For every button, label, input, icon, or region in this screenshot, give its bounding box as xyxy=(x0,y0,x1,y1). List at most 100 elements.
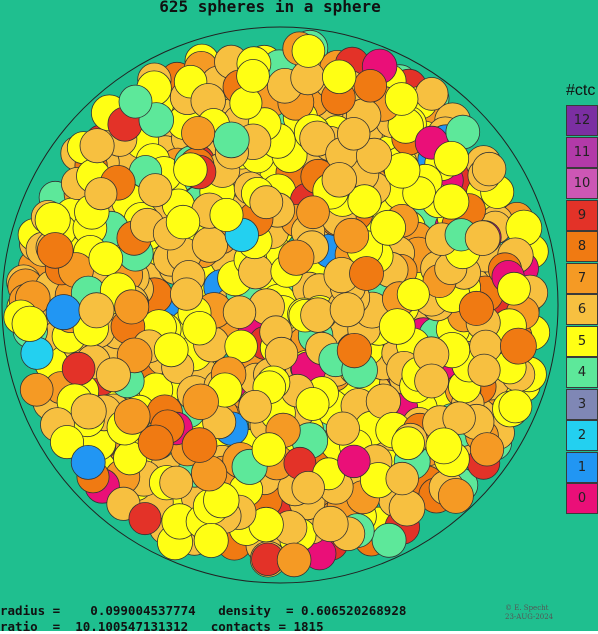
sphere xyxy=(370,209,407,246)
legend-label: 4 xyxy=(577,365,587,380)
stats-line-ratio-contacts: ratio = 10.100547131312 contacts = 1815 xyxy=(0,619,324,634)
sphere xyxy=(222,295,257,329)
sphere xyxy=(170,277,204,311)
page-title: 625 spheres in a sphere xyxy=(159,0,381,16)
sphere xyxy=(295,387,330,421)
sphere xyxy=(45,294,82,331)
sphere xyxy=(88,241,124,277)
sphere xyxy=(300,297,336,333)
sphere xyxy=(278,239,315,276)
sphere xyxy=(251,432,287,467)
sphere xyxy=(442,401,476,435)
legend-swatch-1: 1 xyxy=(566,451,598,483)
legend-swatch-5: 5 xyxy=(566,325,598,357)
sphere xyxy=(173,152,208,187)
sphere xyxy=(299,120,336,157)
sphere xyxy=(84,177,118,211)
sphere xyxy=(209,197,244,232)
sphere xyxy=(213,121,250,159)
legend-swatch-9: 9 xyxy=(566,199,598,231)
sphere xyxy=(467,353,501,387)
legend-title: #ctc xyxy=(566,82,596,99)
legend-label: 5 xyxy=(577,333,587,349)
sphere xyxy=(191,226,228,263)
sphere xyxy=(276,542,312,578)
legend-label: 1 xyxy=(577,459,587,475)
sphere xyxy=(50,425,85,460)
sphere xyxy=(321,162,357,198)
sphere xyxy=(355,137,392,174)
sphere-layer xyxy=(3,29,551,578)
sphere xyxy=(20,336,54,370)
legend-label: 10 xyxy=(573,176,591,191)
sphere xyxy=(498,389,533,424)
legend-label: 7 xyxy=(577,270,587,286)
sphere xyxy=(458,290,494,326)
legend-swatch-3: 3 xyxy=(566,388,598,420)
sphere xyxy=(70,444,106,480)
legend-swatch-8: 8 xyxy=(566,231,598,262)
sphere xyxy=(414,363,450,399)
sphere xyxy=(437,477,474,514)
credit-author: © E. Specht xyxy=(505,604,549,612)
sphere xyxy=(384,82,419,116)
sphere xyxy=(497,271,531,306)
sphere xyxy=(159,465,194,500)
sphere xyxy=(96,357,131,393)
legend-label: 6 xyxy=(577,302,587,317)
sphere xyxy=(291,34,326,68)
legend-swatch-6: 6 xyxy=(566,294,598,325)
sphere xyxy=(138,173,173,208)
sphere xyxy=(19,372,54,407)
sphere xyxy=(137,424,174,461)
sphere xyxy=(238,253,274,290)
sphere xyxy=(114,289,150,325)
legend-label: 9 xyxy=(577,207,587,223)
sphere xyxy=(165,204,201,240)
sphere xyxy=(79,128,115,164)
sphere xyxy=(181,427,218,463)
sphere xyxy=(70,393,107,430)
sphere xyxy=(296,195,330,230)
legend-swatch-10: 10 xyxy=(566,168,598,199)
legend-label: 3 xyxy=(577,396,587,412)
sphere xyxy=(193,523,229,559)
legend-swatch-12: 12 xyxy=(566,105,598,136)
legend-label: 12 xyxy=(573,113,591,128)
sphere xyxy=(153,332,189,368)
legend-swatch-0: 0 xyxy=(566,483,598,514)
sphere xyxy=(78,292,115,329)
sphere xyxy=(396,277,430,311)
sphere xyxy=(333,217,370,254)
sphere xyxy=(349,256,384,291)
sphere xyxy=(182,311,217,346)
sphere xyxy=(371,522,407,558)
sphere xyxy=(433,140,470,177)
sphere xyxy=(11,305,48,342)
sphere xyxy=(236,59,270,93)
sphere xyxy=(471,151,507,187)
sphere xyxy=(238,389,272,424)
sphere xyxy=(128,502,162,536)
sphere xyxy=(385,461,419,496)
sphere xyxy=(378,308,416,345)
sphere xyxy=(312,505,349,543)
legend-label: 8 xyxy=(577,239,587,254)
sphere xyxy=(182,383,219,420)
container-sphere xyxy=(1,26,559,584)
sphere xyxy=(388,489,426,527)
sphere xyxy=(336,332,372,369)
sphere xyxy=(464,220,501,256)
sphere xyxy=(325,411,360,446)
legend-label: 0 xyxy=(577,491,587,506)
sphere xyxy=(249,185,284,220)
sphere xyxy=(113,398,151,435)
sphere xyxy=(425,427,463,465)
legend-label: 2 xyxy=(577,428,587,443)
legend-swatch-2: 2 xyxy=(566,420,598,451)
sphere xyxy=(181,116,216,151)
sphere xyxy=(329,292,365,328)
credit-date: 23-AUG-2024 xyxy=(505,613,554,621)
sphere xyxy=(36,232,74,269)
